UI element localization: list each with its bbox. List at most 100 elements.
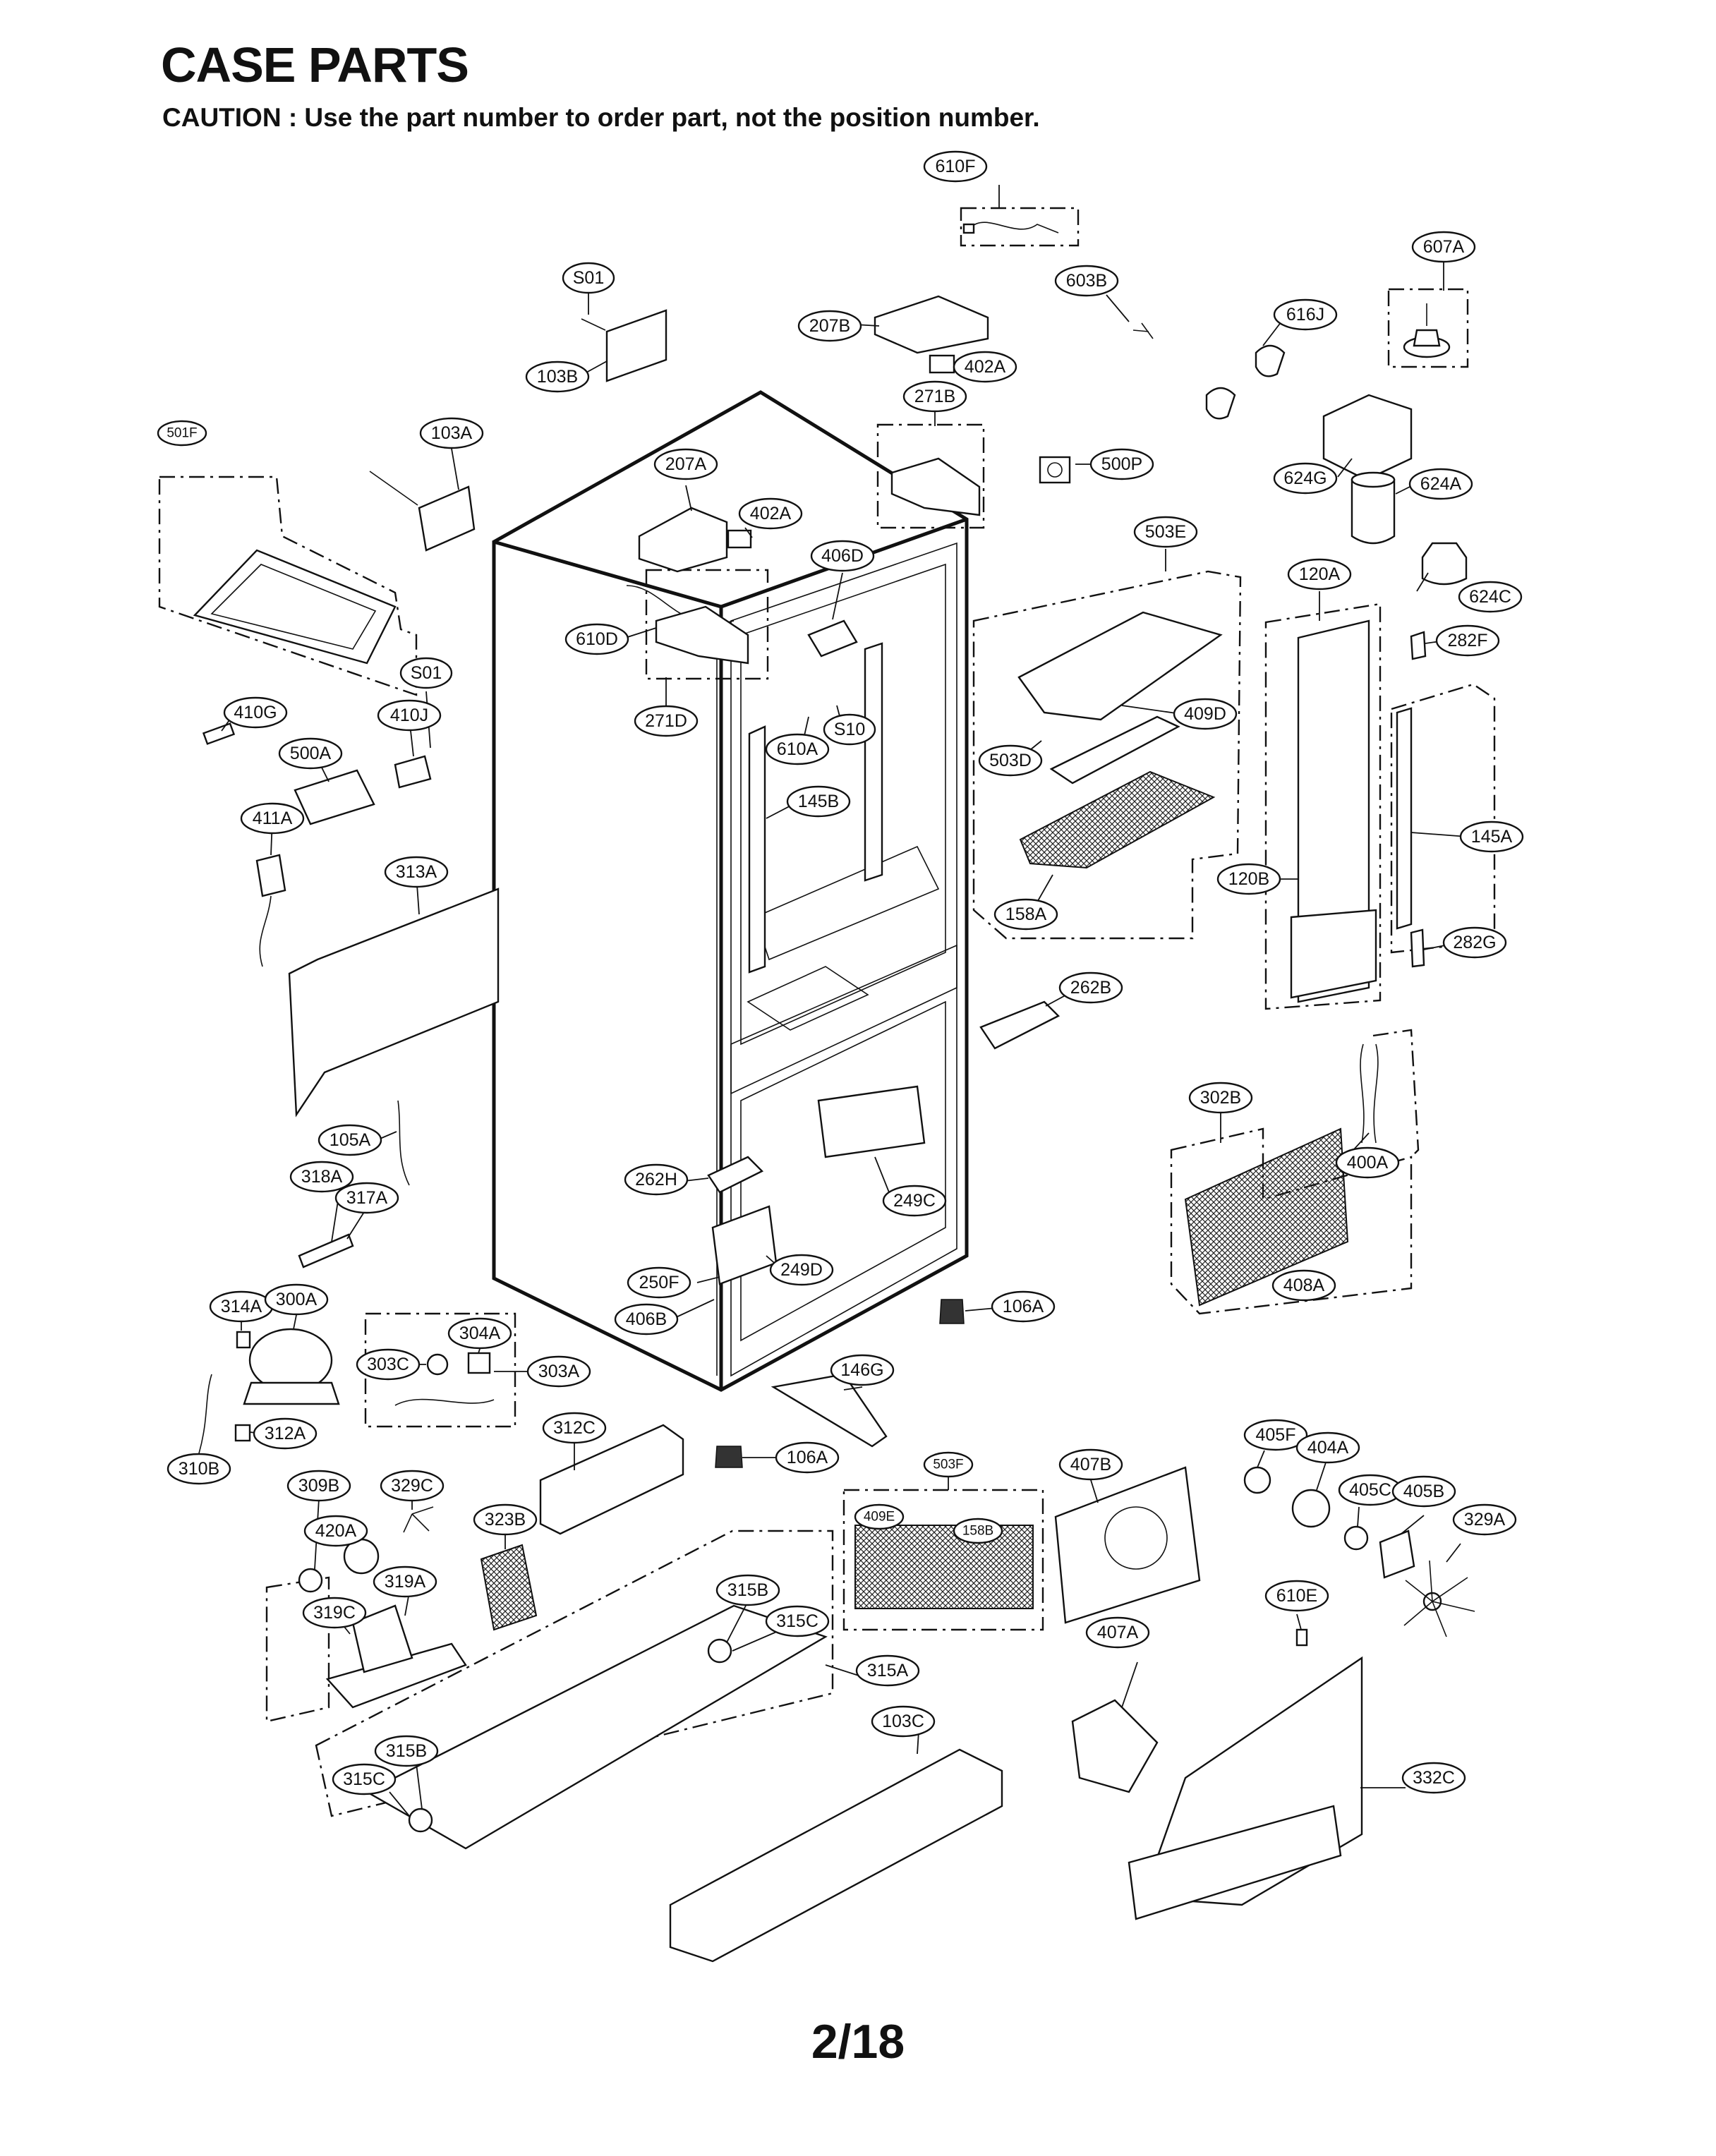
callout-label: 103C <box>882 1712 924 1731</box>
callout-103c: 103C <box>871 1705 936 1738</box>
callout-329c: 329C <box>380 1470 445 1502</box>
callout-label: 103A <box>431 423 473 443</box>
callout-label: 420A <box>315 1521 357 1541</box>
callout-label: 404A <box>1307 1438 1349 1458</box>
callout-bubble <box>526 1355 591 1388</box>
callout-409e: 409E <box>854 1503 905 1530</box>
callout-bubble <box>525 361 590 393</box>
callout-label: 105A <box>330 1130 371 1150</box>
callout-label: 249C <box>893 1191 936 1211</box>
callout-bubble <box>377 699 442 732</box>
callout-bubble <box>157 420 207 447</box>
callout-label: 406D <box>821 546 864 566</box>
callout-610d: 610D <box>564 623 629 655</box>
callout-bubble <box>978 744 1043 777</box>
callout-label: 106A <box>1003 1297 1044 1316</box>
callout-label: 610D <box>576 629 618 649</box>
callout-bubble <box>634 705 699 737</box>
callout-label: 610E <box>1276 1586 1317 1606</box>
callout-bubble <box>332 1763 397 1795</box>
callout-label: S01 <box>573 268 604 288</box>
callout-bubble <box>1442 926 1507 959</box>
callout-405f: 405F <box>1243 1419 1308 1451</box>
callout-319a: 319A <box>373 1565 437 1598</box>
callout-bubble <box>855 1654 920 1687</box>
callout-bubble <box>1216 863 1281 895</box>
callout-label: 407A <box>1097 1623 1139 1642</box>
callout-402a-a: 402A <box>953 351 1017 383</box>
callout-label: 312A <box>265 1424 306 1443</box>
callout-label: 410G <box>234 703 277 722</box>
callout-label: 402A <box>750 504 792 523</box>
callout-603b: 603B <box>1054 265 1119 297</box>
callout-313a: 313A <box>384 856 449 888</box>
callout-407b: 407B <box>1058 1448 1123 1481</box>
callout-label: 262H <box>635 1170 677 1189</box>
callout-319c: 319C <box>302 1597 367 1629</box>
callout-404a: 404A <box>1295 1431 1360 1464</box>
callout-label: 315A <box>867 1661 909 1680</box>
callout-250f: 250F <box>627 1266 691 1299</box>
callout-312c: 312C <box>542 1412 607 1444</box>
callout-bubble <box>1435 624 1500 657</box>
callout-bubble <box>286 1470 351 1502</box>
callout-label: 503D <box>989 751 1032 770</box>
callout-label: 315C <box>343 1769 385 1789</box>
callout-410j: 410J <box>377 699 442 732</box>
callout-bubble <box>1458 581 1523 613</box>
callout-bubble <box>167 1453 231 1485</box>
callout-label: 207A <box>665 454 707 474</box>
callout-bubble <box>627 1266 691 1299</box>
callout-label: 262B <box>1070 978 1111 998</box>
callout-bubble <box>902 380 967 413</box>
callout-label: 318A <box>301 1167 343 1187</box>
callout-label: 282F <box>1448 631 1488 650</box>
callout-label: 315B <box>727 1580 768 1600</box>
callout-317a: 317A <box>334 1182 399 1214</box>
callout-406b: 406B <box>614 1303 679 1336</box>
callout-s01-a: S01 <box>562 262 615 294</box>
callout-bubble <box>614 1303 679 1336</box>
callout-bubble <box>356 1348 421 1381</box>
callout-bubble <box>830 1354 895 1386</box>
callout-103b: 103B <box>525 361 590 393</box>
callout-label: 405F <box>1256 1425 1296 1445</box>
callout-500a: 500A <box>278 737 343 770</box>
callout-329a: 329A <box>1452 1503 1517 1536</box>
callout-bubble <box>302 1597 367 1629</box>
callout-label: 158B <box>962 1524 993 1539</box>
callout-label: 103B <box>537 367 578 387</box>
callout-106a-b: 106A <box>775 1441 840 1474</box>
callout-label: 603B <box>1066 271 1107 291</box>
callout-bubble <box>264 1283 329 1316</box>
callout-label: 120A <box>1299 564 1341 584</box>
callout-bubble <box>380 1470 445 1502</box>
callout-bubble <box>1408 468 1473 500</box>
callout-label: 145B <box>798 792 839 811</box>
callout-bubble <box>223 696 288 729</box>
callout-bubble <box>1089 448 1154 480</box>
callout-610f: 610F <box>923 150 988 183</box>
callout-bubble <box>253 1417 318 1450</box>
callout-bubble <box>923 150 988 183</box>
callout-158b: 158B <box>953 1518 1003 1544</box>
callout-label: 409D <box>1184 704 1226 724</box>
callout-616j: 616J <box>1273 298 1338 331</box>
callout-410g: 410G <box>223 696 288 729</box>
callout-bubble <box>953 351 1017 383</box>
callout-label: 411A <box>253 808 293 828</box>
callout-label: 303C <box>367 1355 409 1374</box>
callout-label: 610A <box>777 739 818 759</box>
callout-bubble <box>738 497 803 530</box>
callout-105a: 105A <box>318 1124 382 1156</box>
callout-label: 329A <box>1464 1510 1506 1530</box>
callout-bubble <box>419 417 484 449</box>
callout-label: 501F <box>167 426 197 441</box>
callout-bubble <box>1391 1475 1456 1508</box>
callout-145a: 145A <box>1459 820 1524 853</box>
callout-bubble <box>374 1735 439 1767</box>
callout-bubble <box>399 657 453 689</box>
callout-bubble <box>1085 1616 1150 1649</box>
callout-bubble <box>1287 558 1352 591</box>
